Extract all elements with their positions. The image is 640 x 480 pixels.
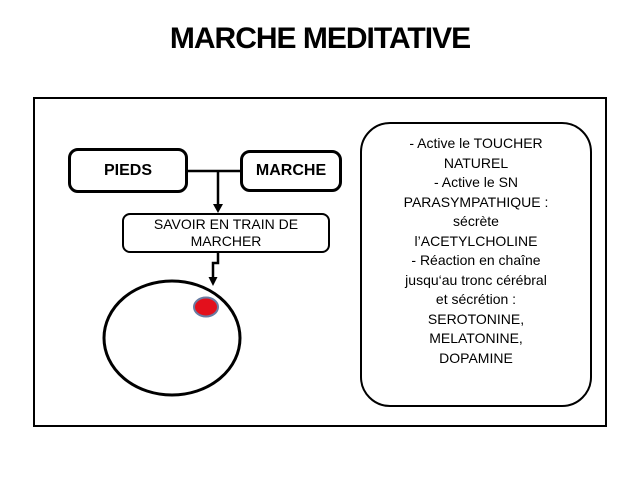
panel-line: et sécrétion : [435, 291, 517, 307]
panel-line: NATUREL [443, 154, 509, 171]
panel-line: SEROTONINE, [427, 310, 525, 327]
panel-line: MELATONINE, [429, 330, 523, 346]
pieds-node: PIEDS [68, 148, 188, 193]
marche-node: MARCHE [240, 150, 342, 192]
panel-line: - Réaction en chaîne [411, 252, 541, 268]
arrow-to-savoir-head-icon [213, 204, 223, 213]
page-title: MARCHE MEDITATIVE [169, 22, 471, 55]
info-panel: - Active le TOUCHER NATUREL - Active le SN… [360, 122, 592, 407]
head-ellipse [102, 279, 242, 397]
panel-line: DOPAMINE [439, 349, 513, 366]
panel-line: - Active le SN [433, 174, 519, 190]
savoir-node: SAVOIR EN TRAIN DE MARCHER [122, 213, 330, 253]
panel-line: jusqu‘au tronc cérébral [405, 271, 547, 288]
red-dot-marker [193, 296, 219, 318]
panel-line: sécrète [453, 213, 499, 229]
panel-line: PARASYMPATHIQUE : [403, 193, 549, 210]
panel-line: - Active le TOUCHER [409, 135, 543, 151]
arrow-to-ellipse-line [211, 252, 220, 278]
arrow-to-ellipse-head-icon [208, 277, 218, 286]
panel-line: l’ACETYLCHOLINE [414, 232, 538, 249]
